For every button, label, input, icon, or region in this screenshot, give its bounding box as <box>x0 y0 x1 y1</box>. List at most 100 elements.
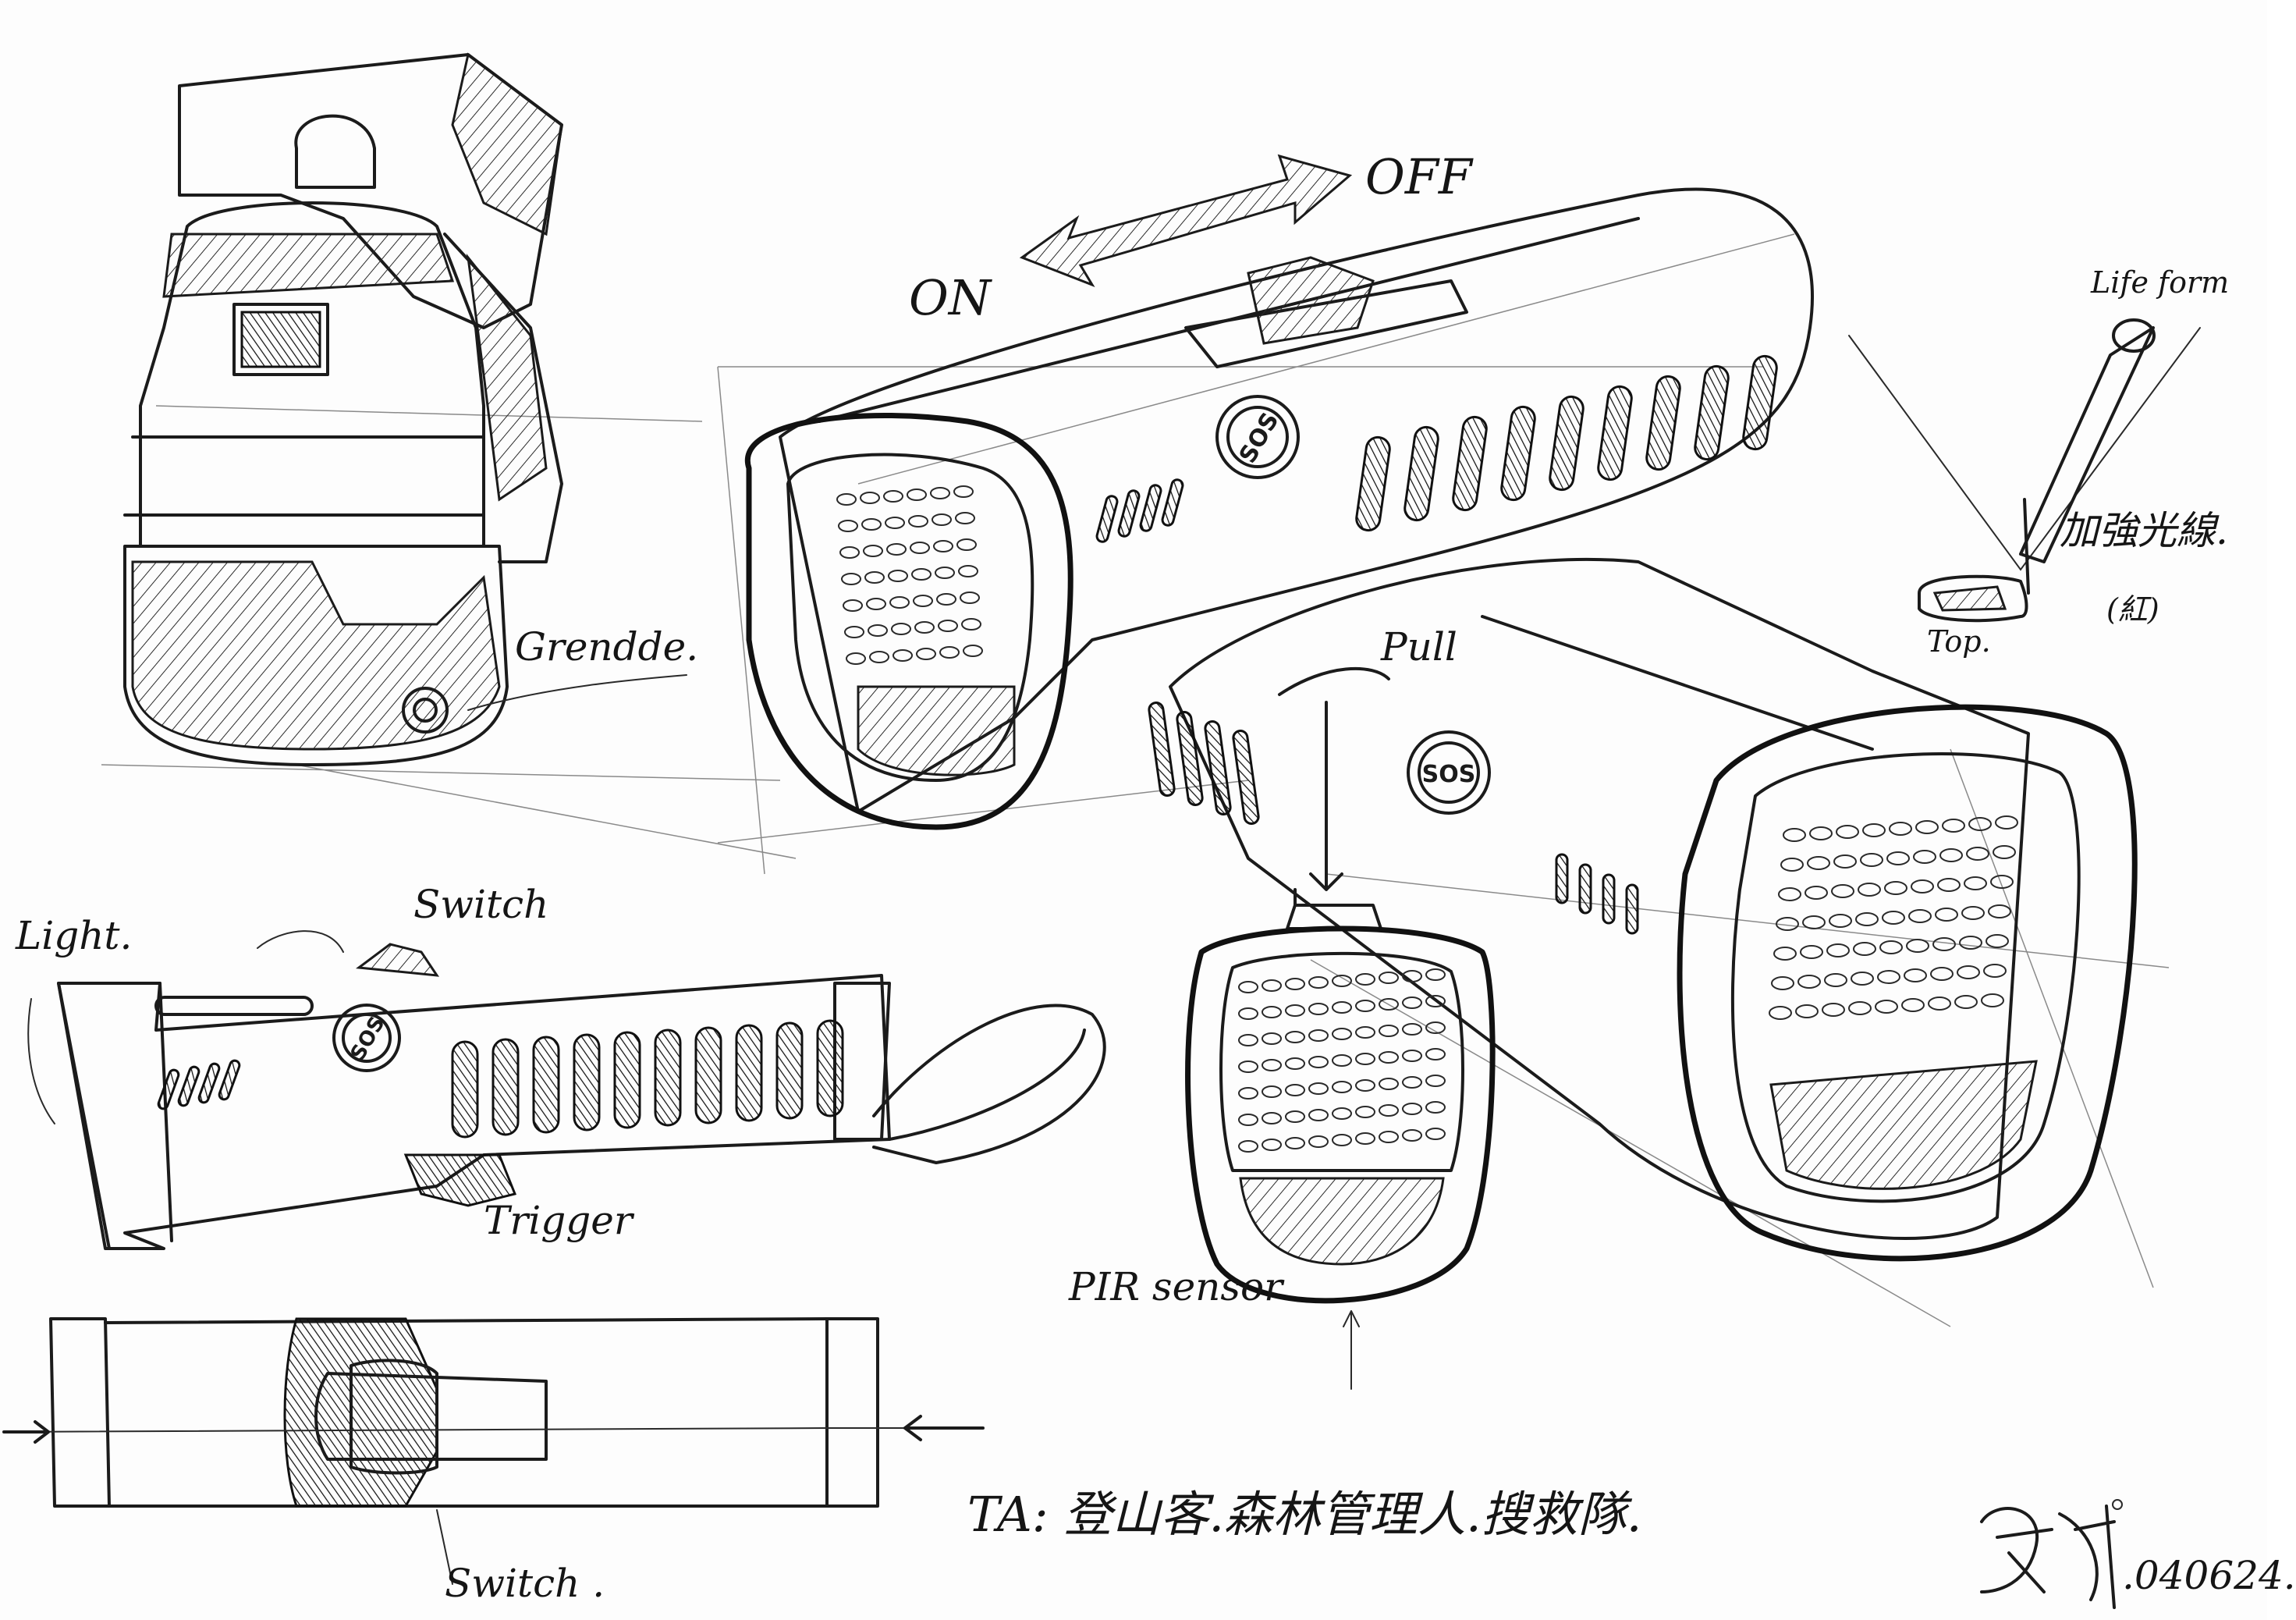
led-grid-second <box>1769 815 2018 1020</box>
led-dot <box>1379 998 1399 1011</box>
grip-rib <box>1597 385 1633 481</box>
side-vents <box>157 1059 241 1110</box>
led-dot <box>1402 1129 1422 1142</box>
led-dot <box>1911 879 1934 893</box>
led-dot <box>1332 975 1352 987</box>
led-dot <box>1262 1085 1282 1098</box>
grip-rib <box>1645 375 1681 471</box>
led-dot <box>1831 884 1854 898</box>
led-dot <box>1985 934 2009 948</box>
led-dot <box>1402 997 1422 1009</box>
led-dot <box>1802 915 1826 929</box>
grip-rib <box>654 1028 682 1127</box>
life-form-pole-sketch <box>1848 318 2201 623</box>
led-dot <box>1379 1131 1399 1143</box>
led-dot <box>961 618 981 631</box>
grip-ribs-second <box>1148 701 1260 826</box>
led-dot <box>1889 822 1912 836</box>
led-dot <box>1826 943 1850 957</box>
led-dot <box>1860 853 1883 867</box>
led-dot <box>1262 1112 1282 1124</box>
led-dot <box>1308 1082 1329 1095</box>
led-dot <box>1966 847 1989 861</box>
led-dot <box>1425 1075 1446 1087</box>
led-dot <box>1355 1079 1375 1092</box>
led-dot <box>955 512 975 524</box>
led-dot <box>935 567 955 579</box>
label-light: Light. <box>16 913 133 958</box>
grip-rib <box>1404 425 1439 522</box>
led-dot <box>1877 970 1900 984</box>
grip-rib <box>1500 405 1536 502</box>
grip-rib <box>1452 415 1488 512</box>
led-dot <box>1886 851 1910 865</box>
grip-rib <box>491 1038 520 1136</box>
led-dot <box>1833 854 1857 869</box>
led-dot <box>1906 939 1929 953</box>
led-dot <box>1942 819 1965 833</box>
grip-rib <box>451 1040 479 1139</box>
led-dot <box>1983 964 2007 978</box>
led-dot <box>864 571 885 584</box>
led-dot <box>1875 1000 1898 1014</box>
led-dot <box>1308 1135 1329 1148</box>
grip-rib <box>775 1021 804 1120</box>
led-dot <box>1829 914 1852 928</box>
led-dot <box>1332 1107 1352 1120</box>
led-dot <box>938 620 958 632</box>
label-pull: Pull <box>1381 624 1457 670</box>
led-dot <box>1937 878 1961 892</box>
led-dot <box>885 517 905 529</box>
led-dot <box>866 598 886 610</box>
led-dot <box>908 515 928 528</box>
led-dot <box>914 621 935 634</box>
led-dot <box>1355 1053 1375 1065</box>
led-dot <box>1355 1106 1375 1118</box>
side-view-sketch: SOS <box>27 930 1106 1250</box>
led-dot <box>1402 1023 1422 1036</box>
led-dot <box>1769 1006 1792 1020</box>
led-dot <box>839 546 860 559</box>
grip-rib <box>735 1024 763 1122</box>
led-dot <box>1262 979 1282 992</box>
led-dot <box>1238 1087 1258 1100</box>
led-dot <box>1824 973 1847 987</box>
led-dot <box>956 538 977 551</box>
led-dot <box>907 488 927 501</box>
led-dot <box>1805 886 1828 900</box>
led-dot <box>1285 1004 1305 1017</box>
led-dot <box>1932 937 1956 951</box>
led-dot <box>1855 912 1879 926</box>
led-dot <box>1961 906 1985 920</box>
led-dot <box>1848 1001 1872 1015</box>
grenade-sketch <box>101 52 797 859</box>
led-dot <box>868 624 888 637</box>
led-dot <box>846 652 866 665</box>
led-dot <box>1908 909 1932 923</box>
led-dot <box>1238 981 1258 993</box>
led-dot <box>1771 976 1794 990</box>
led-dot <box>1993 845 2016 859</box>
label-cn-note: 加強光線. <box>2060 508 2228 553</box>
led-dot <box>1425 968 1446 981</box>
led-dot <box>916 648 936 660</box>
led-dot <box>1778 887 1801 901</box>
led-dot <box>936 593 956 606</box>
led-dot <box>1884 881 1907 895</box>
grip-rib <box>1694 364 1730 461</box>
led-dot <box>1355 1000 1375 1012</box>
led-dot <box>910 542 930 554</box>
label-trigger: Trigger <box>484 1198 633 1243</box>
led-dot <box>1308 1109 1329 1121</box>
flashlight-main-sketch: SOS <box>717 154 1815 875</box>
grip-rib <box>1176 710 1204 807</box>
led-dot <box>1773 947 1797 961</box>
label-date: .040624. <box>2122 1553 2296 1598</box>
label-on: ON <box>909 269 992 326</box>
led-dot <box>1238 1060 1258 1073</box>
led-dot <box>844 626 864 638</box>
flashlight-second-sketch: SOS <box>1148 557 2170 1327</box>
sos-badge-lower[interactable]: SOS <box>1422 761 1476 788</box>
led-dot <box>1935 908 1958 922</box>
